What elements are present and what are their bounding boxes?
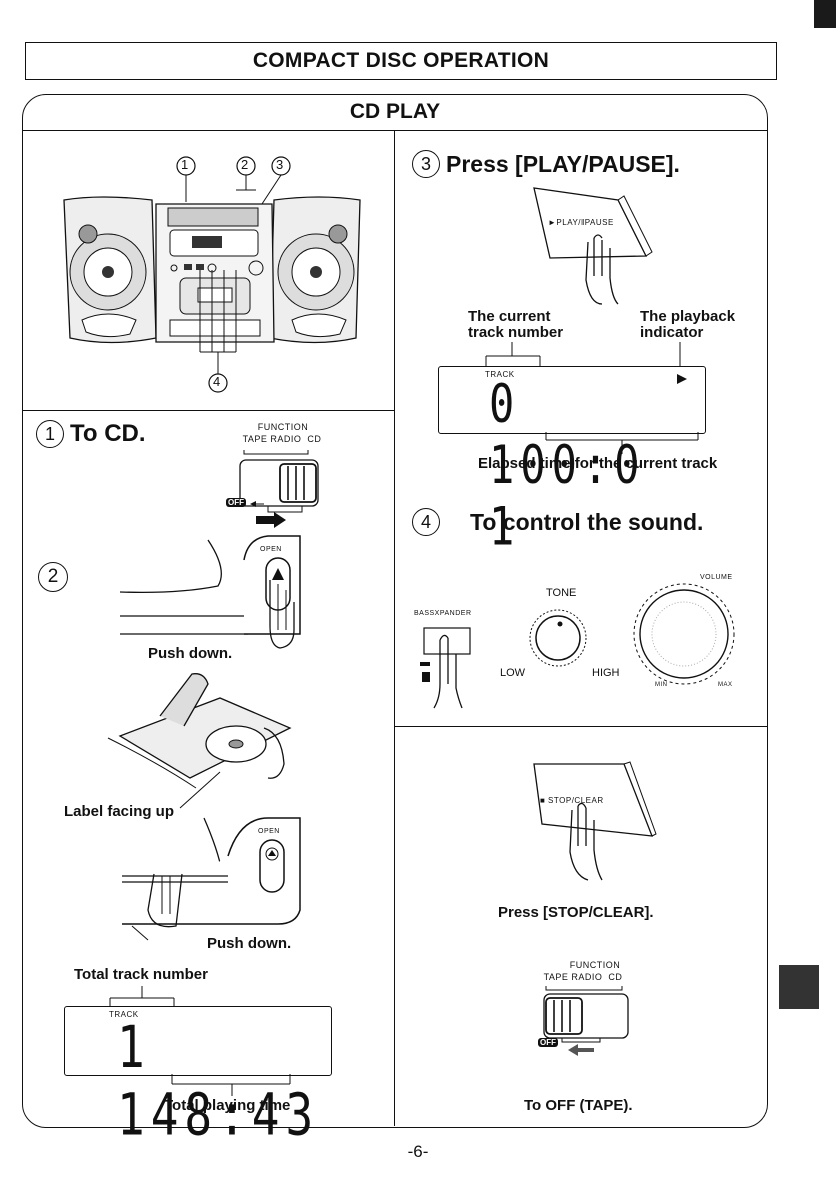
- disc-loading-illustration: [100, 668, 300, 793]
- stop-clear-button[interactable]: ■ STOP/CLEAR: [532, 760, 662, 884]
- push-down-caption-1: Push down.: [148, 645, 233, 662]
- bassxpander-button[interactable]: [418, 618, 478, 710]
- device-illustration: 1 2 3 4: [60, 152, 370, 402]
- right-divider: [394, 726, 768, 728]
- label-facing-up-caption: Label facing up: [64, 803, 175, 820]
- step1-function-switch[interactable]: OFF: [226, 446, 324, 536]
- page-number: -6-: [407, 1142, 429, 1161]
- cd-play-frame: [22, 94, 768, 1128]
- stop-switch-labels: TAPE RADIO CD: [543, 972, 623, 982]
- stop-function-label: FUNCTION: [569, 960, 621, 970]
- callout-1: 1: [181, 157, 189, 172]
- total-display-digits: 1 148:43: [117, 1013, 320, 1148]
- play-pause-drawing: [533, 187, 653, 305]
- to-off-caption: To OFF (TAPE).: [524, 1097, 633, 1114]
- step1-function-label: FUNCTION: [257, 422, 309, 432]
- volume-knob[interactable]: [628, 583, 748, 688]
- stop-off-badge: OFF: [538, 1038, 558, 1047]
- off-switch-drawing: [543, 986, 629, 1056]
- open-label-1: OPEN: [260, 546, 282, 553]
- stop-clear-drawing: [533, 761, 657, 881]
- bassxpander-label: BASSXPANDER: [414, 610, 472, 617]
- page-edge-tab: [814, 0, 836, 28]
- function-switch-drawing: [239, 450, 319, 528]
- left-divider: [22, 410, 394, 412]
- playback-indicator-label: The playback indicator: [640, 308, 736, 341]
- play-pause-button[interactable]: ►PLAY/‖PAUSE: [528, 186, 668, 312]
- play-pause-button-label: ►PLAY/‖PAUSE: [548, 218, 614, 227]
- total-track-number-label: Total track number: [74, 966, 208, 983]
- step4-heading: 4 To control the sound.: [412, 508, 703, 536]
- close-lid-illustration: OPEN: [118, 814, 308, 941]
- close-lid-drawing: [122, 817, 301, 941]
- open-label-2: OPEN: [258, 828, 280, 835]
- tone-knob-drawing: [529, 609, 587, 667]
- step1-switch-labels: TAPE RADIO CD: [242, 434, 322, 444]
- step4-title: To control the sound.: [470, 508, 704, 535]
- step2-number: 2: [38, 562, 68, 592]
- stop-clear-caption: Press [STOP/CLEAR].: [498, 904, 654, 921]
- step1-title: To CD.: [70, 420, 146, 447]
- current-display: TRACK 0 100:0 1: [438, 366, 706, 557]
- tone-knob[interactable]: [520, 608, 596, 674]
- total-display: TRACK 1 148:43: [64, 1006, 332, 1148]
- volume-label: VOLUME: [700, 574, 733, 581]
- callout-3: 3: [276, 157, 284, 172]
- total-time-bracket: [171, 1074, 291, 1096]
- stop-function-switch[interactable]: OFF: [538, 984, 636, 1056]
- page-title: COMPACT DISC OPERATION: [25, 42, 777, 80]
- section-edge-tab: [779, 965, 819, 1009]
- step1-heading: 1 To CD.: [36, 420, 146, 448]
- total-playing-time-label: Total playing time: [164, 1097, 291, 1114]
- volume-max-label: MAX: [718, 682, 733, 688]
- tone-high-label: HIGH: [592, 667, 620, 679]
- current-display-track-tag: TRACK: [485, 370, 515, 379]
- boombox-drawing: [63, 156, 361, 393]
- label-pointer-line: [179, 771, 221, 809]
- current-display-digits: 0 100:0 1: [489, 373, 646, 557]
- open-lid-illustration: OPEN: [118, 530, 308, 650]
- step3-title: Press [PLAY/PAUSE].: [446, 150, 680, 177]
- volume-knob-drawing: [633, 583, 735, 685]
- playback-indicator-icon: [677, 374, 687, 384]
- total-display-track-tag: TRACK: [109, 1010, 139, 1019]
- section-title: CD PLAY: [349, 100, 441, 123]
- callout-2: 2: [241, 157, 249, 172]
- disc-loading-drawing: [107, 673, 292, 789]
- step3-heading: 3 Press [PLAY/PAUSE].: [412, 150, 680, 178]
- step3-number: 3: [412, 150, 440, 178]
- callout-4: 4: [213, 374, 221, 389]
- step4-number: 4: [412, 508, 440, 536]
- open-lid-drawing: [119, 535, 301, 649]
- tone-low-label: LOW: [500, 667, 526, 679]
- tone-label: TONE: [546, 587, 577, 599]
- step1-off-badge: OFF: [226, 498, 246, 507]
- stop-clear-button-label: ■ STOP/CLEAR: [540, 796, 604, 805]
- elapsed-bracket: [545, 432, 699, 454]
- current-track-label: The current track number: [468, 308, 564, 341]
- push-down-caption-2: Push down.: [207, 935, 292, 952]
- step1-number: 1: [36, 420, 64, 448]
- volume-min-label: MIN: [655, 682, 668, 688]
- elapsed-time-label: Elapsed time for the current track: [478, 455, 718, 472]
- step2-heading: 2: [38, 562, 68, 592]
- column-divider: [394, 130, 396, 1126]
- bassxpander-drawing: [420, 627, 471, 709]
